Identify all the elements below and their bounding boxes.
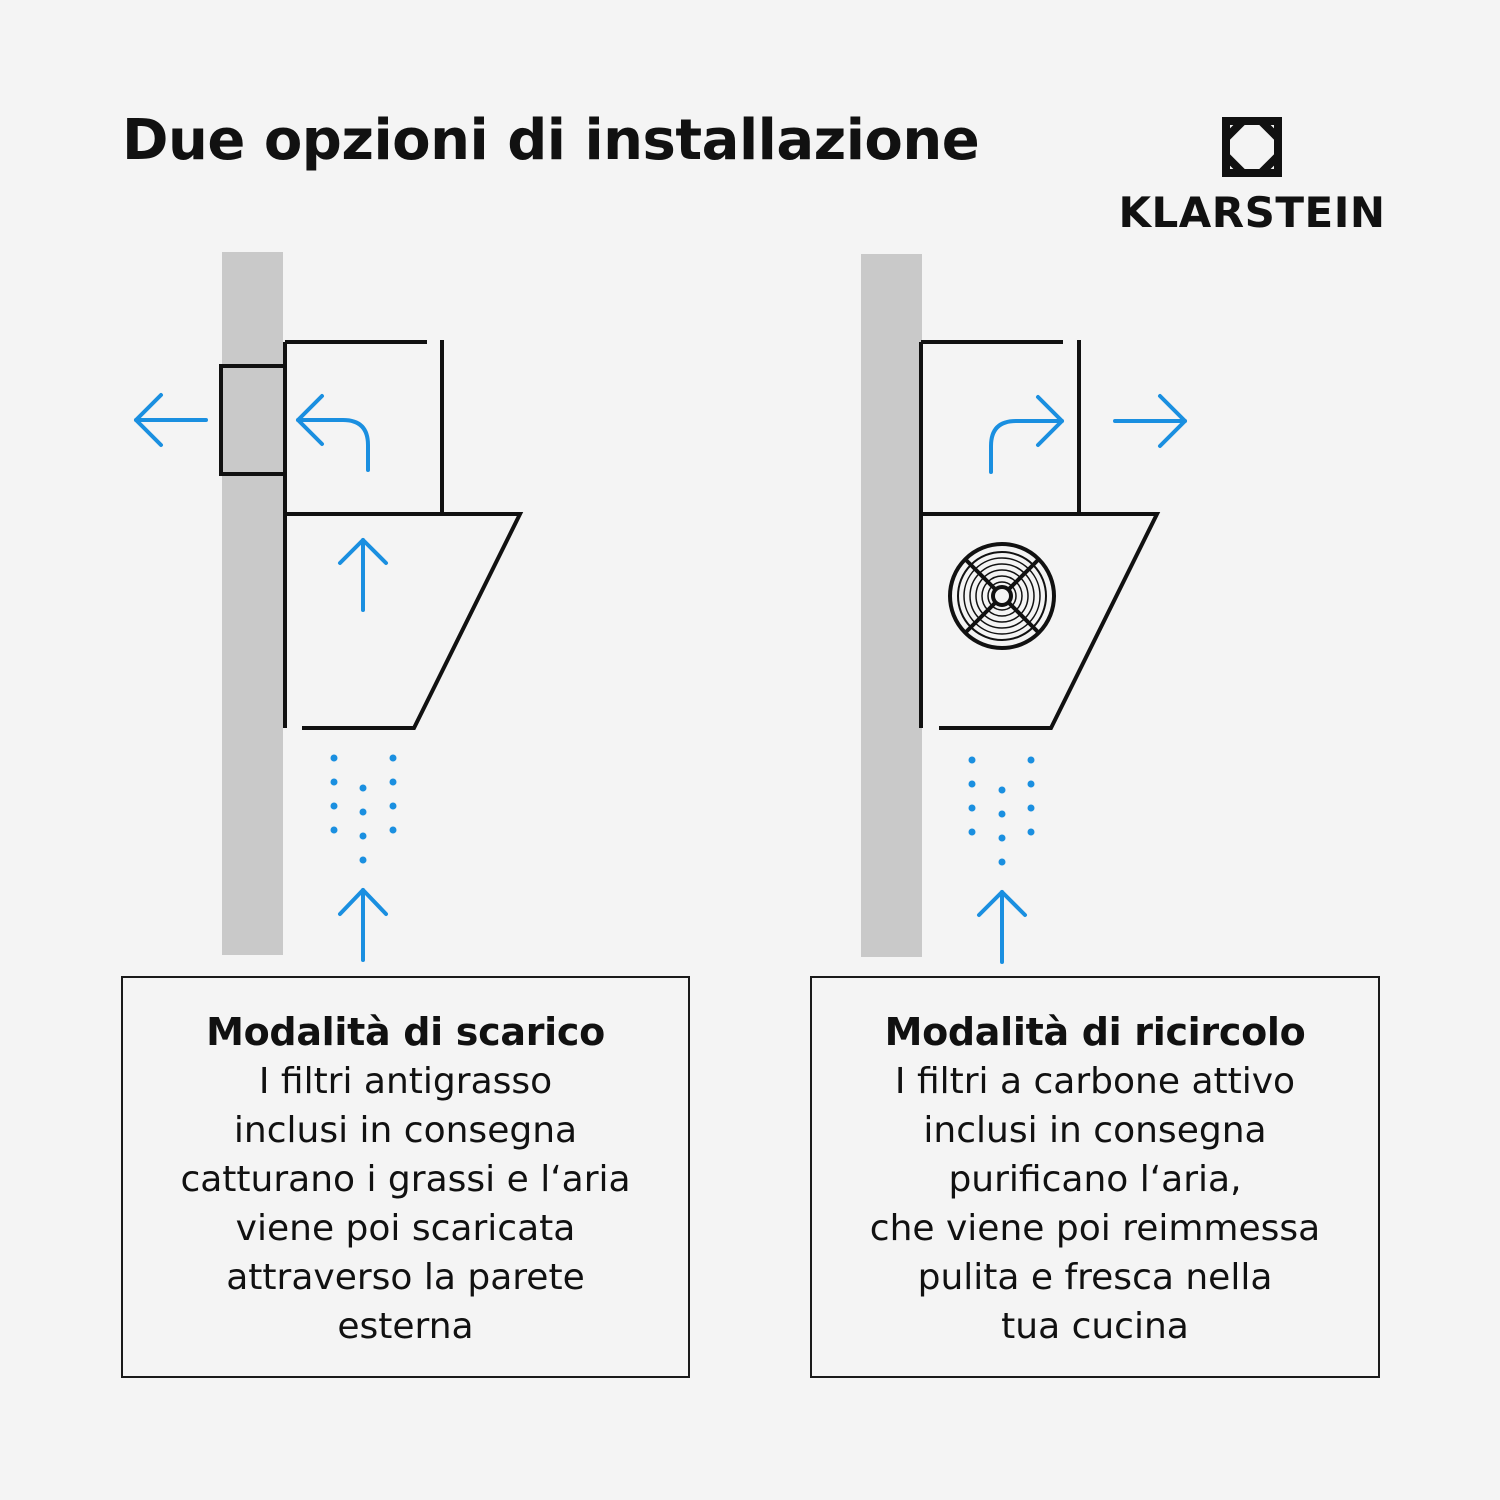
recirculation-mode-line: che viene poi reimmessa	[869, 1208, 1321, 1249]
airflow-dots-right	[968, 756, 1035, 866]
brand-name: KLARSTEIN	[1118, 188, 1386, 237]
recirculation-mode-line: I filtri a carbone attivo	[894, 1061, 1296, 1102]
exhaust-mode-line: esterna	[337, 1306, 474, 1347]
exhaust-mode-line: I filtri antigrasso	[258, 1061, 553, 1102]
airflow-dots-left	[330, 754, 397, 864]
extractor-hood-left	[283, 340, 524, 730]
arrow-curved-right-icon	[989, 395, 1064, 474]
exhaust-mode-line: catturano i grassi e l‘aria	[180, 1159, 631, 1200]
exhaust-mode-line: inclusi in consegna	[233, 1110, 578, 1151]
recirculation-mode-line: purificano l‘aria,	[948, 1159, 1242, 1200]
recirculation-mode-line: pulita e fresca nella	[917, 1257, 1273, 1298]
fan-filter-icon	[948, 542, 1056, 650]
wall-duct-outlet	[219, 364, 283, 476]
extractor-hood-right	[919, 340, 1161, 730]
arrow-up-hood-icon	[338, 538, 388, 612]
arrow-right-outside-icon	[1113, 394, 1187, 448]
klarstein-logo-icon	[1222, 117, 1282, 177]
page-title: Due opzioni di installazione	[122, 108, 980, 173]
arrow-left-outside-icon	[134, 393, 208, 447]
wall-left	[222, 252, 283, 955]
exhaust-mode-info-box: Modalità di scarico I filtri antigrasso …	[121, 976, 690, 1378]
recirculation-mode-line: tua cucina	[1001, 1306, 1189, 1347]
wall-right	[861, 254, 922, 957]
recirculation-mode-title: Modalità di ricircolo	[884, 1010, 1306, 1054]
recirculation-mode-info-box: Modalità di ricircolo I filtri a carbone…	[810, 976, 1380, 1378]
arrow-up-bottom-right-icon	[977, 890, 1027, 964]
arrow-up-bottom-icon	[338, 888, 388, 962]
exhaust-mode-line: attraverso la parete	[226, 1257, 585, 1298]
exhaust-mode-title: Modalità di scarico	[206, 1010, 605, 1054]
recirculation-mode-line: inclusi in consegna	[923, 1110, 1267, 1151]
recirculation-mode-diagram	[861, 254, 1187, 964]
exhaust-mode-diagram	[134, 252, 524, 962]
arrow-curved-left-icon	[296, 394, 370, 472]
brand-logo: KLARSTEIN	[1110, 116, 1394, 237]
exhaust-mode-line: viene poi scaricata	[235, 1208, 576, 1249]
